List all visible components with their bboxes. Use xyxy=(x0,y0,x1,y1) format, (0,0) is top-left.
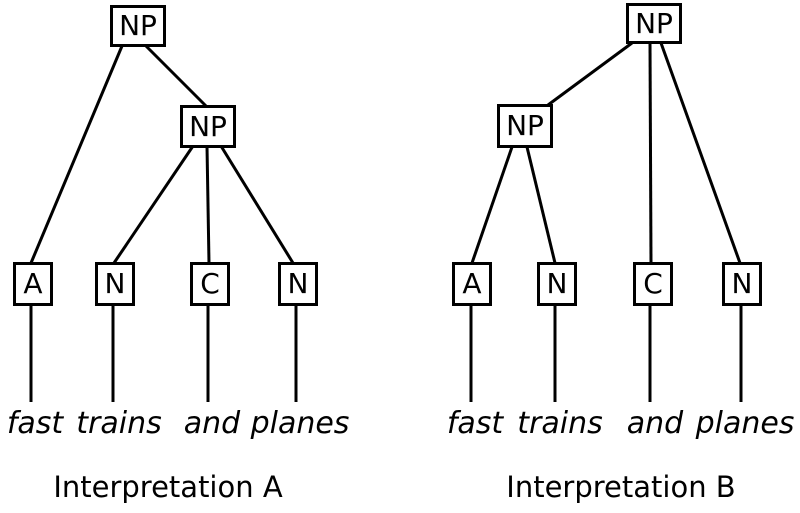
tree-b-tag-n2-node: N xyxy=(722,262,762,306)
tree-a-edge-inner-to-c xyxy=(205,145,211,264)
tree-a-root-np-node: NP xyxy=(110,5,166,47)
tree-a-inner-np-node: NP xyxy=(180,105,236,148)
tree-b-edge-inner-to-n1 xyxy=(525,146,557,264)
tree-b-word-fast: fast xyxy=(446,406,504,441)
tree-b-root-np-node: NP xyxy=(626,3,682,44)
tree-a-word-trains: trains xyxy=(76,406,162,441)
tree-b-word-planes: planes xyxy=(695,406,795,441)
tree-a-caption: Interpretation A xyxy=(53,470,283,504)
tree-a-word-planes: planes xyxy=(250,406,350,441)
tree-a-tag-n2-node: N xyxy=(278,262,318,306)
tree-a-edge-inner-to-n2 xyxy=(219,145,295,264)
tree-b-tag-a-node: A xyxy=(452,262,492,306)
tree-b-inner-np-node: NP xyxy=(497,104,553,148)
tree-b-edge-root-to-inner-np xyxy=(547,41,633,107)
tree-b-edge-inner-to-a xyxy=(470,146,514,264)
tree-a-tag-a-node: A xyxy=(13,262,53,306)
tree-a-tag-c-node: C xyxy=(190,262,230,306)
tree-a-word-fast: fast xyxy=(6,406,64,441)
tree-b-edge-root-to-n2 xyxy=(659,42,742,264)
tree-b-edge-root-to-c xyxy=(648,42,653,264)
tree-b-word-trains: trains xyxy=(517,406,603,441)
tree-a-edge-inner-to-n1 xyxy=(112,145,195,264)
tree-b-word-and: and xyxy=(626,406,684,441)
tree-b-caption: Interpretation B xyxy=(506,470,736,504)
tree-a-edge-root-to-inner-np xyxy=(144,44,208,108)
tree-a-word-and: and xyxy=(183,406,241,441)
tree-a-tag-n1-node: N xyxy=(95,262,135,306)
tree-a-edge-root-to-a xyxy=(29,45,124,264)
tree-b-tag-n1-node: N xyxy=(537,262,577,306)
tree-b-tag-c-node: C xyxy=(633,262,673,306)
